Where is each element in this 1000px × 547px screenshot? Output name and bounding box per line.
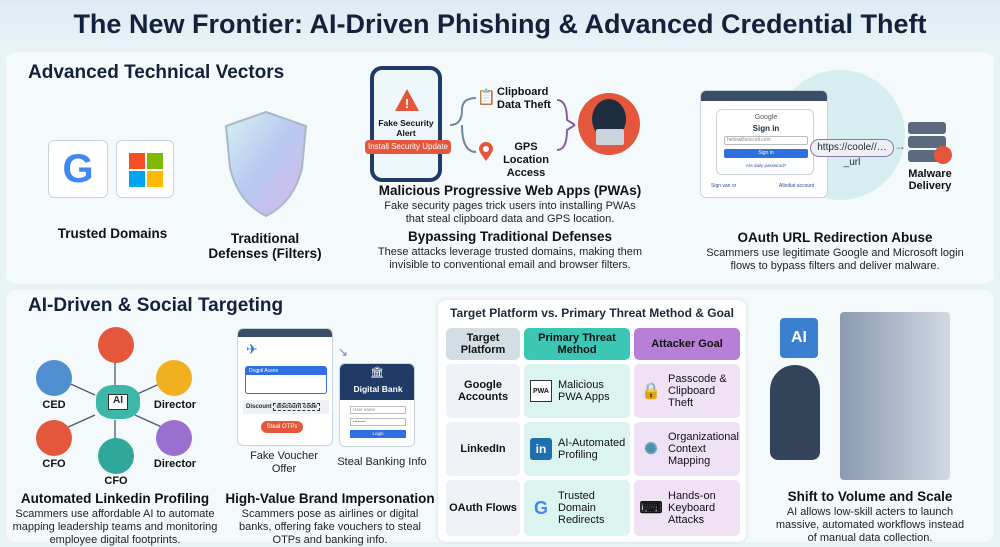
- signin-heading: Sign in: [752, 124, 780, 133]
- header-attacker-goal: Attacker Goal: [634, 328, 740, 360]
- row-goal: 🔒Passcode & Clipboard Theft: [634, 364, 740, 418]
- trusted-domains-label: Trusted Domains: [57, 226, 168, 241]
- google-logo-icon: G: [48, 140, 108, 198]
- bank-icon: 🏛: [340, 364, 414, 400]
- forgot-link[interactable]: Are daily password?: [745, 163, 787, 168]
- row-platform: OAuth Flows: [446, 480, 520, 536]
- network-icon: ✺: [644, 441, 658, 458]
- ai-label: AI: [108, 394, 128, 410]
- pwa-icon: PWA: [530, 380, 552, 402]
- username-input[interactable]: User name: [350, 406, 406, 414]
- lock-icon: 🔒: [641, 383, 661, 400]
- server-rack-icon: [840, 312, 950, 480]
- google-brand: Google: [754, 114, 778, 121]
- linkedin-chip-icon: in: [530, 438, 552, 460]
- hooded-operator-icon: [770, 365, 820, 460]
- section-title-social: AI-Driven & Social Targeting: [28, 295, 284, 316]
- bank-name: Digital Bank: [353, 384, 403, 394]
- person-avatar-cfo: [36, 420, 72, 456]
- bypass-description: These attacks leverage trusted domains, …: [377, 246, 643, 271]
- person-label: CFO: [42, 458, 66, 470]
- scale-description: AI allows low-skill acters to launch mas…: [775, 506, 965, 544]
- page-title: The New Frontier: AI-Driven Phishing & A…: [0, 0, 1000, 48]
- discount-row: Discount discount code: [243, 400, 329, 414]
- person-avatar-cfo: [98, 438, 134, 474]
- fake-alert-text: Fake Security Alert: [378, 118, 434, 138]
- oauth-title: OAuth URL Redirection Abuse: [737, 230, 933, 245]
- warning-icon: !: [395, 89, 419, 111]
- password-input[interactable]: ••••••••: [350, 418, 406, 426]
- ticket: Dogpil Acees: [245, 366, 327, 394]
- digital-bank-window: 🏛 Digital Bank User name •••••••• Login: [339, 363, 415, 447]
- row-goal: ✺Organizational Context Mapping: [634, 422, 740, 476]
- pwa-title: Malicious Progressive Web Apps (PWAs): [378, 183, 642, 198]
- person-label: CFO: [104, 475, 128, 487]
- discount-code: discount code: [273, 403, 321, 411]
- threat-table: Target Platform vs. Primary Threat Metho…: [438, 300, 746, 542]
- signin-button[interactable]: Sign in: [724, 149, 808, 158]
- arrow-icon: ↘: [338, 345, 349, 359]
- branch-arrows: [450, 97, 477, 153]
- person-avatar-ced: [36, 360, 72, 396]
- phone-mockup: ! Fake Security Alert: [370, 66, 442, 182]
- steal-otps-button[interactable]: Steal OTPs: [261, 421, 303, 433]
- ai-brain-icon: AI: [96, 385, 140, 419]
- person-label: Director: [153, 458, 197, 470]
- microsoft-logo-icon: [116, 140, 174, 198]
- row-goal: ⌨Hands-on Keyboard Attacks: [634, 480, 740, 536]
- ai-screen-icon: AI: [780, 318, 818, 358]
- location-pin-icon: [479, 142, 493, 161]
- clipboard-theft-label: Clipboard Data Theft: [497, 86, 551, 111]
- install-security-update-button[interactable]: Install Security Update: [365, 140, 451, 154]
- steal-banking-label: Steal Banking Info: [337, 456, 427, 468]
- scale-title: Shift to Volume and Scale: [787, 489, 953, 504]
- fake-voucher-window: ✈ Dogpil Acees Discount discount code St…: [237, 328, 333, 446]
- hacker-icon: [578, 93, 640, 155]
- person-avatar-director: [156, 420, 192, 456]
- brand-impersonation-title: High-Value Brand Impersonation: [225, 491, 435, 506]
- email-input[interactable]: hellowillsoccoll.com: [724, 136, 808, 145]
- header-threat-method: Primary Threat Method: [524, 328, 630, 360]
- header-target-platform: Target Platform: [446, 328, 520, 360]
- oauth-description: Scammers use legitimate Google and Micro…: [706, 247, 964, 272]
- merge-arrows: [557, 99, 576, 151]
- shield-icon: [224, 110, 308, 218]
- profiling-title: Automated Linkedin Profiling: [20, 491, 210, 506]
- profiling-description: Scammers use affordable AI to automate m…: [12, 508, 218, 546]
- browser-window: Google Sign in hellowillsoccoll.com Sign…: [700, 90, 828, 198]
- signin-other-link[interactable]: Sign van or: [711, 183, 737, 189]
- bypass-title: Bypassing Traditional Defenses: [407, 229, 613, 244]
- arrow-right-icon: →: [894, 139, 906, 153]
- connection-lines: [54, 355, 176, 443]
- table-title: Target Platform vs. Primary Threat Metho…: [450, 306, 734, 320]
- google-redirect-icon: G: [533, 497, 548, 518]
- row-platform: LinkedIn: [446, 422, 520, 476]
- server-icon: [908, 122, 952, 166]
- person-label: Director: [153, 399, 197, 411]
- person-label: CED: [42, 399, 66, 411]
- pwa-description: Fake security pages trick users into ins…: [384, 200, 636, 225]
- create-account-link[interactable]: Allodiat account: [779, 183, 815, 189]
- malware-icon: [934, 146, 952, 164]
- person-avatar-director: [156, 360, 192, 396]
- gps-access-label: GPS Location Access: [503, 141, 549, 179]
- traditional-defenses-label: Traditional Defenses (Filters): [208, 231, 322, 261]
- svg-text:!: !: [405, 96, 409, 111]
- section-title-technical: Advanced Technical Vectors: [28, 62, 285, 83]
- clipboard-icon: 📋: [477, 89, 496, 106]
- malicious-url-pill: https://coole//…_url: [810, 139, 894, 168]
- brand-impersonation-description: Scammers pose as airlines or digital ban…: [238, 508, 421, 546]
- fake-voucher-label: Fake Voucher Offer: [250, 450, 318, 475]
- airplane-icon: ✈: [246, 341, 258, 357]
- row-platform: Google Accounts: [446, 364, 520, 418]
- person-avatar: [98, 327, 134, 363]
- keyboard-icon: ⌨: [639, 500, 663, 517]
- login-button[interactable]: Login: [350, 430, 406, 438]
- google-signin-card: Google Sign in hellowillsoccoll.com Sign…: [716, 109, 814, 175]
- malware-delivery-label: Malware Delivery: [908, 168, 952, 192]
